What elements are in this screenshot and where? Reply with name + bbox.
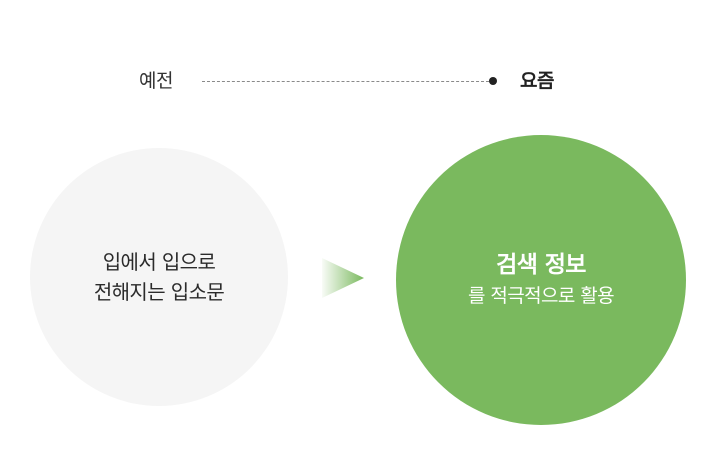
timeline-label-now: 요즘 [520, 70, 554, 92]
past-method-line-2: 전해지는 입소문 [93, 280, 225, 304]
current-method-title: 검색 정보 [496, 252, 586, 278]
past-method-circle: 입에서 입으로 전해지는 입소문 [30, 148, 288, 406]
past-method-line-1: 입에서 입으로 [102, 250, 216, 274]
timeline-end-dot [489, 77, 497, 85]
timeline-dotted-line [202, 81, 489, 82]
timeline-label-before: 예전 [139, 70, 173, 92]
timeline: 예전 요즘 [0, 0, 707, 120]
current-method-circle: 검색 정보 를 적극적으로 활용 [396, 135, 686, 425]
current-method-subtitle: 를 적극적으로 활용 [468, 285, 615, 307]
arrow-right-icon [322, 258, 364, 298]
